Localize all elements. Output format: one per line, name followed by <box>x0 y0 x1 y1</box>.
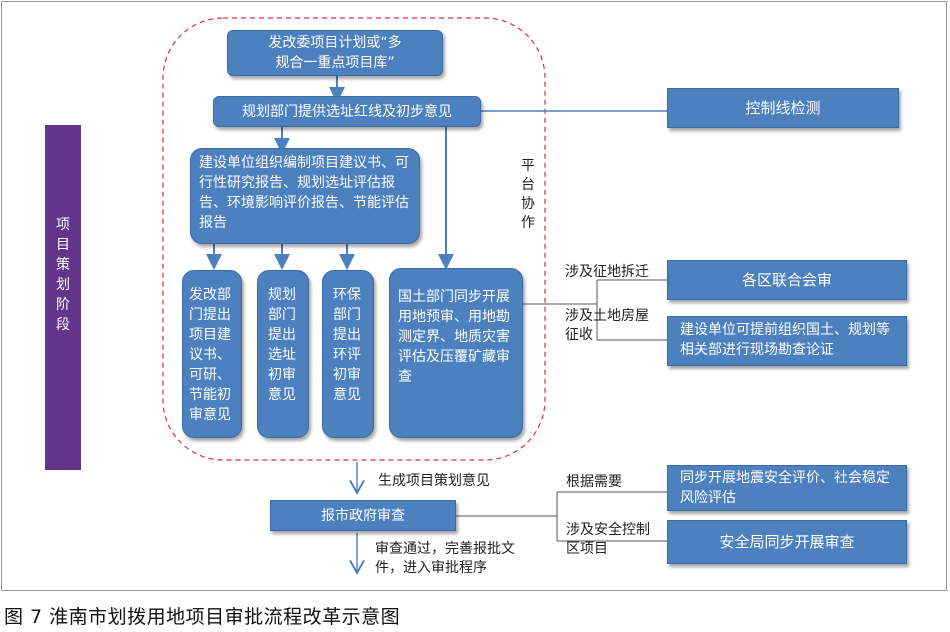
land-house-label: 涉及土地房屋 征收 <box>565 308 649 343</box>
as-needed-label: 根据需要 <box>566 474 622 490</box>
generate-opinion-label: 生成项目策划意见 <box>378 473 490 489</box>
city-gov-box: 报市政府审查 <box>270 500 456 531</box>
security-box: 安全局同步开展审查 <box>667 520 907 564</box>
fgw-plan-box: 发改委项目计划或“多 规合一重点项目库” <box>227 30 443 76</box>
platform-boundary <box>162 17 546 461</box>
planning-opinion-box: 规划部门提供选址红线及初步意见 <box>213 96 481 127</box>
phase-label: 项 目 策 划 阶 段 <box>45 125 81 470</box>
figure-caption: 图 7 淮南市划拨用地项目审批流程改革示意图 <box>4 606 401 628</box>
control-line-box: 控制线检测 <box>667 88 899 128</box>
approved-label: 审查通过，完善报批文 件，进入审批程序 <box>375 541 515 576</box>
env-dept-box: 环保 部门 提出 环评 初审 意见 <box>322 270 374 438</box>
builder-reports-box: 建设单位组织编制项目建议书、可行性研究报告、规划选址评估报告、环境影响评价报告、… <box>190 148 420 244</box>
fgw-dept-box: 发改部 门提出 项目建 议书、 可研、 节能初 审意见 <box>182 270 242 438</box>
platform-label: 平 台 协 作 <box>521 158 535 231</box>
expropriation-label: 涉及征地拆迁 <box>565 264 649 280</box>
security-zone-label: 涉及安全控制 区项目 <box>566 522 650 557</box>
land-dept-box: 国土部门同步开展用地预审、用地勘测定界、地质灾害评估及压覆矿藏审查 <box>389 268 523 438</box>
earthquake-box: 同步开展地震安全评价、社会稳定风险评估 <box>667 465 907 511</box>
site-survey-box: 建设单位可提前组织国土、规划等相关部进行现场勘查论证 <box>667 316 907 366</box>
planning-dept-box: 规划 部门 提出 选址 初审 意见 <box>257 270 309 438</box>
district-review-box: 各区联合会审 <box>667 260 907 300</box>
